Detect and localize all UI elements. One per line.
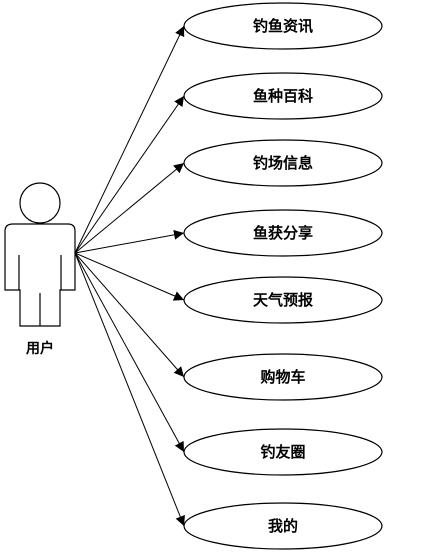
use-case: 我的 [183, 502, 383, 550]
association-arrow [74, 95, 185, 254]
use-case-ellipse [183, 276, 383, 324]
actor-body [4, 223, 76, 327]
use-case-ellipse [183, 2, 383, 50]
use-case-ellipse [183, 502, 383, 550]
use-case: 钓鱼资讯 [183, 2, 383, 50]
association-arrow [74, 229, 185, 254]
use-case-ellipse [183, 139, 383, 187]
use-case-ellipse [183, 72, 383, 120]
use-case-label: 天气预报 [253, 291, 313, 309]
association-arrow [74, 252, 185, 527]
association-arrow [74, 162, 185, 254]
use-case-label: 鱼获分享 [253, 224, 313, 242]
use-case-label: 鱼种百科 [253, 87, 313, 105]
association-arrows [74, 25, 185, 527]
actor-label: 用户 [26, 340, 54, 357]
use-case-ellipse [183, 353, 383, 401]
actor-head [19, 182, 61, 224]
association-arrow [74, 25, 185, 254]
use-case-ellipse [183, 428, 383, 476]
association-arrow [74, 252, 185, 301]
use-case-label: 购物车 [260, 368, 305, 386]
association-arrow [74, 252, 185, 453]
use-case-label: 钓友圈 [260, 443, 305, 461]
use-case: 天气预报 [183, 276, 383, 324]
use-case-label: 我的 [268, 517, 298, 535]
use-case-label: 钓场信息 [253, 154, 313, 172]
association-arrow [74, 252, 185, 378]
use-case: 钓场信息 [183, 139, 383, 187]
use-case: 鱼种百科 [183, 72, 383, 120]
use-case-label: 钓鱼资讯 [253, 17, 313, 35]
use-case: 购物车 [183, 353, 383, 401]
actor-figure [4, 182, 76, 327]
use-case-ellipse [183, 209, 383, 257]
use-case: 鱼获分享 [183, 209, 383, 257]
use-case: 钓友圈 [183, 428, 383, 476]
